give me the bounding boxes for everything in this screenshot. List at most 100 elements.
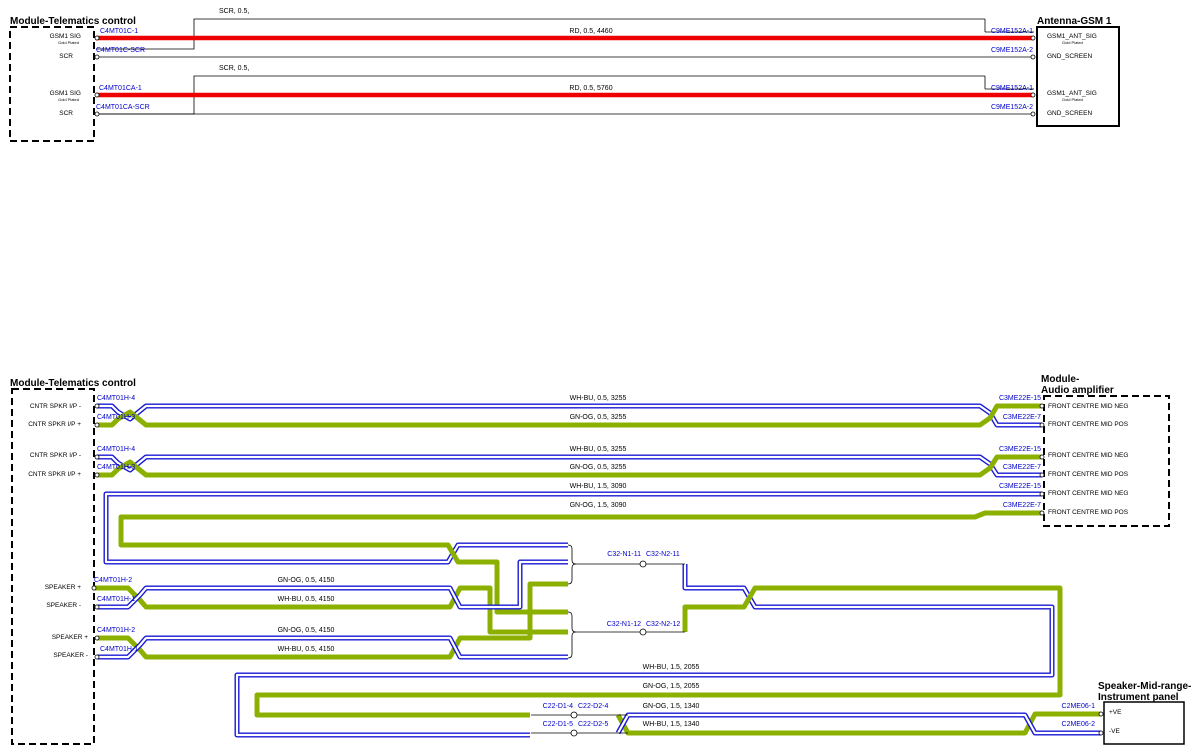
audio-module-pin-5: SPEAKER + — [45, 584, 82, 591]
audio-module-pin-2: CNTR SPKR I/P + — [28, 421, 81, 428]
audio-wire-label-9: GN-OG, 0.5, 4150 — [278, 627, 335, 634]
wire-wh-bu-3255-a — [97, 403, 1042, 428]
splice-3-right: C22-D2-4 — [578, 703, 608, 710]
audio-wire-label-3: WH-BU, 0.5, 3255 — [570, 446, 627, 453]
gsm-module-title: Module-Telematics control — [10, 16, 136, 27]
speaker-pin-1: +VE — [1109, 709, 1122, 716]
speaker-box — [1103, 701, 1185, 745]
audio-left-connector-2: C4MT01H-3 — [97, 414, 135, 421]
gsm-wire-label-2: RD, 0.5, 5760 — [569, 85, 612, 92]
wire-gn-og-3090 — [118, 510, 1042, 615]
gsm-left-connector-1: C4MT01C-1 — [100, 28, 138, 35]
amp-connector-2: C3ME22E-7 — [1003, 414, 1041, 421]
splice-1-right: C32-N2-11 — [646, 551, 680, 558]
amp-box — [1043, 395, 1170, 527]
gsm-antenna-pin-1: GSM1_ANT_SIG — [1047, 33, 1097, 40]
audio-left-connector-5: C4MT01H-2 — [94, 577, 132, 584]
gsm-module-pin-3-sub: Gold Plated — [58, 97, 79, 102]
audio-module-title: Module-Telematics control — [10, 378, 136, 389]
audio-module-pin-7: SPEAKER + — [52, 634, 89, 641]
audio-wire-label-8: WH-BU, 0.5, 4150 — [278, 596, 335, 603]
gsm-left-connector-3: C4MT01CA-1 — [99, 85, 142, 92]
speaker-title-line1: Speaker-Mid-range- — [1098, 681, 1191, 692]
wire-gn-og-4150-b — [97, 581, 568, 660]
wire-wh-bu-2055 — [234, 564, 1055, 738]
wire-gn-og-4150-a — [94, 585, 568, 635]
audio-left-connector-7: C4MT01H-2 — [97, 627, 135, 634]
wire-gn-og-3255-b — [97, 454, 1042, 478]
amp-title-line2: Audio amplifier — [1041, 385, 1114, 396]
gsm-section: Module-Telematics control Antenna-GSM 1 … — [9, 8, 1120, 142]
audio-left-connector-1: C4MT01H-4 — [97, 395, 135, 402]
gsm-antenna-title: Antenna-GSM 1 — [1037, 16, 1112, 27]
gsm-shield-1 — [96, 18, 985, 50]
gsm-antenna-pin-1-sub: Gold Plated — [1062, 40, 1083, 45]
gsm-right-connector-3: C9ME152A-1 — [991, 85, 1033, 92]
audio-module-pin-3: CNTR SPKR I/P - — [30, 452, 81, 459]
audio-module-pin-6: SPEAKER - — [46, 602, 81, 609]
amp-connector-3: C3ME22E-15 — [999, 446, 1041, 453]
amp-pin-2: FRONT CENTRE MID POS — [1048, 421, 1129, 428]
audio-section: Module-Telematics control Module- Audio … — [10, 374, 1191, 745]
splice-2-right: C32-N2-12 — [646, 621, 680, 628]
amp-pin-1: FRONT CENTRE MID NEG — [1048, 403, 1128, 410]
audio-wire-label-6: GN-OG, 1.5, 3090 — [570, 502, 627, 509]
splice-2-left: C32-N1-12 — [607, 621, 641, 628]
audio-left-connector-6: C4MT01H-1 — [97, 596, 135, 603]
speaker-connector-1: C2ME06-1 — [1062, 703, 1096, 710]
audio-wire-label-11: WH-BU, 1.5, 2055 — [643, 664, 700, 671]
wire-wh-bu-4150-b — [97, 635, 568, 660]
audio-wire-label-12: GN-OG, 1.5, 2055 — [643, 683, 700, 690]
amp-connector-5: C3ME22E-15 — [999, 483, 1041, 490]
audio-wire-label-2: GN-OG, 0.5, 3255 — [570, 414, 627, 421]
splice-4-right: C22-D2-5 — [578, 721, 608, 728]
gsm-antenna-pin-3-sub: Gold Plated — [1062, 97, 1083, 102]
gsm-wire-label-1: RD, 0.5, 4460 — [569, 28, 612, 35]
gsm-antenna-box — [1036, 26, 1120, 127]
wire-wh-bu-3090 — [103, 491, 1042, 565]
audio-wire-label-13: GN-OG, 1.5, 1340 — [643, 703, 700, 710]
wire-gn-og-2055 — [254, 585, 1063, 718]
splice-connections — [531, 544, 685, 734]
gsm-antenna-pin-4: GND_SCREEN — [1047, 110, 1092, 117]
splice-1-left: C32-N1-11 — [607, 551, 641, 558]
gsm-right-connector-2: C9ME152A-2 — [991, 47, 1033, 54]
amp-connector-6: C3ME22E-7 — [1003, 502, 1041, 509]
wire-wh-bu-4150-a — [97, 559, 568, 610]
audio-module-box — [11, 388, 95, 745]
audio-module-pin-1: CNTR SPKR I/P - — [30, 403, 81, 410]
gsm-antenna-pin-3: GSM1_ANT_SIG — [1047, 90, 1097, 97]
audio-wire-label-4: GN-OG, 0.5, 3255 — [570, 464, 627, 471]
amp-pin-4: FRONT CENTRE MID POS — [1048, 471, 1129, 478]
gsm-right-connector-4: C9ME152A-2 — [991, 104, 1033, 111]
gsm-module-pin-1: GSM1 SIG — [50, 33, 81, 40]
audio-module-pin-8: SPEAKER - — [53, 652, 88, 659]
wire-wh-bu-3255-b — [97, 454, 1042, 478]
audio-wires — [94, 403, 1101, 738]
splice-4-left: C22-D1-5 — [543, 721, 573, 728]
amp-title-line1: Module- — [1041, 374, 1079, 385]
amp-pin-5: FRONT CENTRE MID NEG — [1048, 490, 1128, 497]
wire-wh-bu-1340 — [615, 712, 1101, 736]
gsm-module-pin-4: SCR — [59, 110, 73, 117]
audio-wire-label-1: WH-BU, 0.5, 3255 — [570, 395, 627, 402]
gsm-module-pin-1-sub: Gold Plated — [58, 40, 79, 45]
speaker-connector-2: C2ME06-2 — [1062, 721, 1096, 728]
audio-wire-label-5: WH-BU, 1.5, 3090 — [570, 483, 627, 490]
gsm-left-connector-4: C4MT01CA-SCR — [96, 104, 150, 111]
gsm-antenna-pin-2: GND_SCREEN — [1047, 53, 1092, 60]
audio-module-pin-4: CNTR SPKR I/P + — [28, 471, 81, 478]
speaker-pin-2: -VE — [1109, 728, 1121, 735]
amp-connector-1: C3ME22E-15 — [999, 395, 1041, 402]
audio-left-connector-4: C4MT01H-3 — [97, 464, 135, 471]
amp-pin-6: FRONT CENTRE MID POS — [1048, 509, 1129, 516]
gsm-left-connector-2: C4MT01C-SCR — [96, 47, 145, 54]
audio-wire-label-10: WH-BU, 0.5, 4150 — [278, 646, 335, 653]
speaker-title-line2: Instrument panel — [1098, 692, 1179, 703]
audio-left-connector-8: C4MT01H-1 — [100, 646, 138, 653]
audio-wire-label-7: GN-OG, 0.5, 4150 — [278, 577, 335, 584]
gsm-screen-label-1: SCR, 0.5, — [219, 8, 249, 15]
gsm-module-box — [9, 26, 95, 142]
audio-pin-circles — [91, 403, 1104, 736]
